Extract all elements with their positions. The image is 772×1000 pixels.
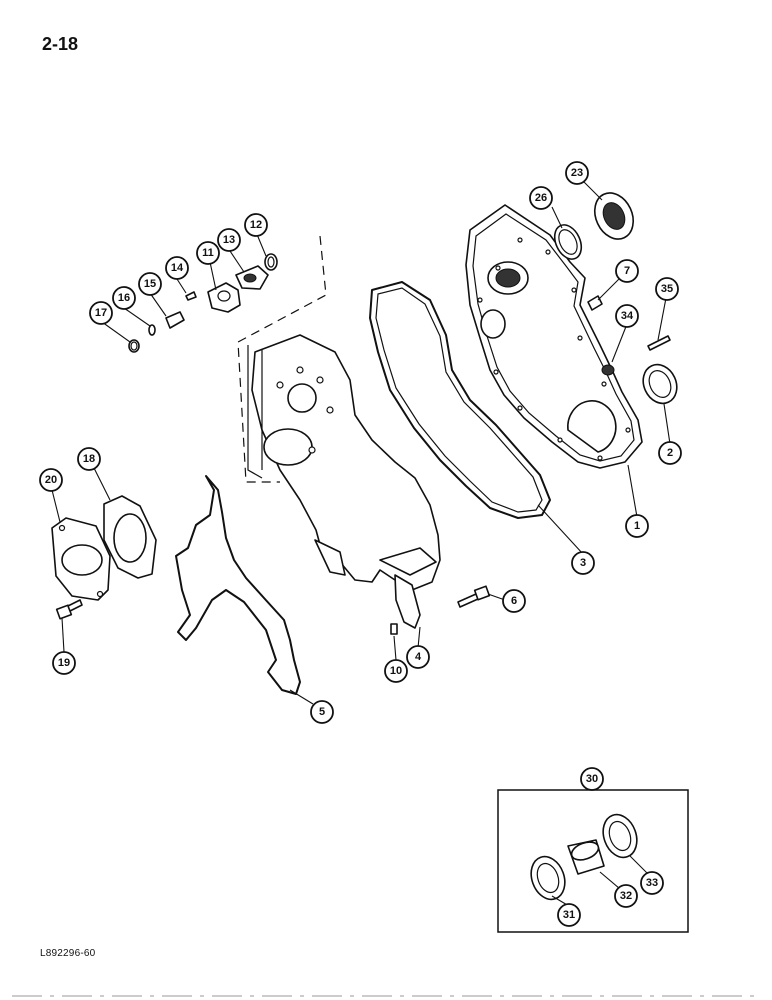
callout-6: 6 — [502, 589, 526, 613]
callout-12: 12 — [244, 213, 268, 237]
callout-4: 4 — [406, 645, 430, 669]
callout-19: 19 — [52, 651, 76, 675]
callout-4-label: 4 — [415, 651, 422, 663]
callout-32-label: 32 — [620, 890, 632, 902]
callout-10-label: 10 — [390, 665, 402, 677]
callout-19-label: 19 — [58, 657, 70, 669]
callout-17-label: 17 — [95, 307, 107, 319]
callout-10: 10 — [384, 659, 408, 683]
callout-20: 20 — [39, 468, 63, 492]
callout-20-label: 20 — [45, 474, 57, 486]
figure-code: L892296-60 — [40, 948, 96, 959]
callout-1-label: 1 — [634, 520, 640, 532]
callout-30: 30 — [580, 767, 604, 791]
callout-7: 7 — [615, 259, 639, 283]
bolt-and-dowel-parts — [390, 585, 491, 635]
callout-32: 32 — [614, 884, 638, 908]
callout-23-label: 23 — [571, 167, 583, 179]
callout-14-label: 14 — [171, 262, 184, 274]
callout-23: 23 — [565, 161, 589, 185]
callout-18: 18 — [77, 447, 101, 471]
callout-3: 3 — [571, 551, 595, 575]
cover-plate-part — [51, 517, 111, 601]
callout-34: 34 — [615, 304, 639, 328]
callout-18-label: 18 — [83, 453, 95, 465]
rear-gasket-part — [175, 475, 301, 695]
callout-7-label: 7 — [624, 265, 630, 277]
callout-15: 15 — [138, 272, 162, 296]
callout-13: 13 — [217, 228, 241, 252]
seal-parts — [553, 192, 678, 405]
callout-31-label: 31 — [563, 909, 575, 921]
callout-5: 5 — [310, 700, 334, 724]
seal-kit-inset — [497, 789, 689, 933]
callout-14: 14 — [165, 256, 189, 280]
cover-gasket-part — [369, 281, 551, 519]
callout-26: 26 — [529, 186, 553, 210]
callout-26-label: 26 — [535, 192, 547, 204]
callout-2: 2 — [658, 441, 682, 465]
plate-gasket-part — [103, 495, 157, 579]
front-cover-part — [465, 204, 643, 469]
callout-2-label: 2 — [667, 447, 673, 459]
fitting-assembly-parts — [128, 253, 278, 353]
callout-35-label: 35 — [661, 283, 673, 295]
callout-13-label: 13 — [223, 234, 235, 246]
callout-33-label: 33 — [646, 877, 658, 889]
callout-11-label: 11 — [202, 247, 214, 259]
callout-35: 35 — [655, 277, 679, 301]
plate-bolt-part — [55, 599, 83, 620]
callout-16: 16 — [112, 286, 136, 310]
callout-33: 33 — [640, 871, 664, 895]
callout-31: 31 — [557, 903, 581, 927]
callout-12-label: 12 — [250, 219, 262, 231]
callout-30-label: 30 — [586, 773, 598, 785]
callout-11: 11 — [196, 241, 220, 265]
callout-15-label: 15 — [144, 278, 156, 290]
gear-housing-part — [247, 334, 441, 629]
callout-5-label: 5 — [319, 706, 325, 718]
callout-1: 1 — [625, 514, 649, 538]
callout-34-label: 34 — [621, 310, 634, 322]
callout-3-label: 3 — [580, 557, 586, 569]
callout-17: 17 — [89, 301, 113, 325]
callout-6-label: 6 — [511, 595, 517, 607]
page-number: 2-18 — [42, 34, 79, 54]
callout-16-label: 16 — [118, 292, 130, 304]
